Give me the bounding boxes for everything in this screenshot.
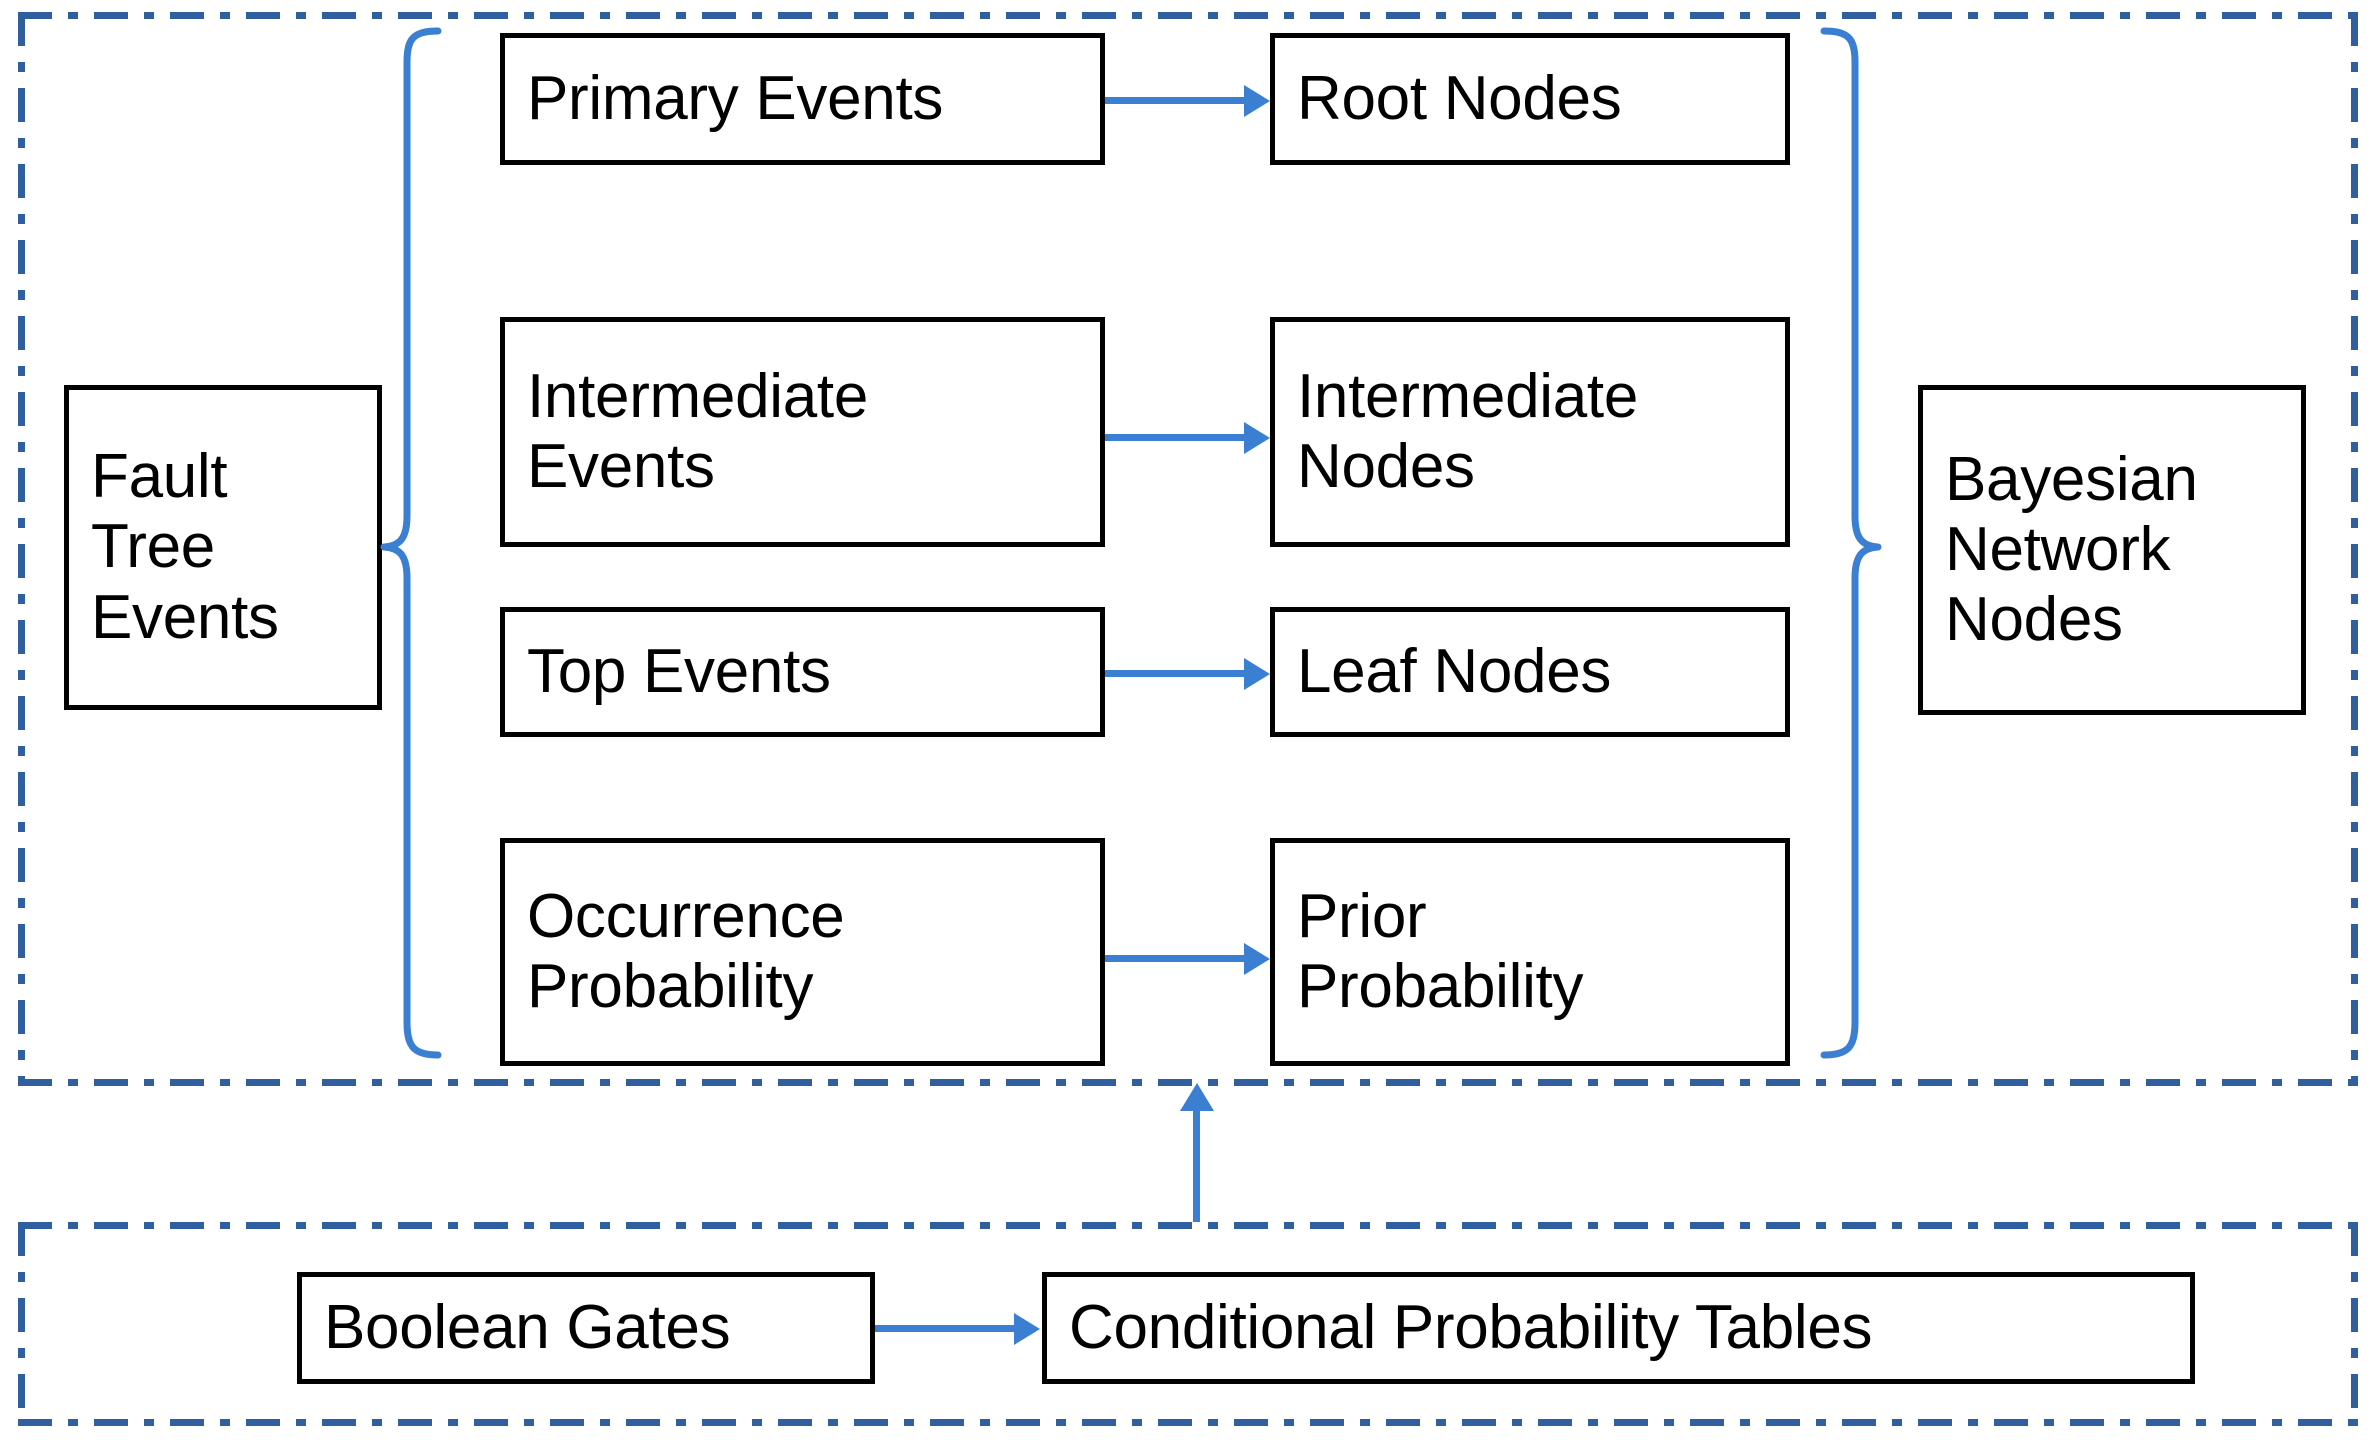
fault-tree-events-box[interactable]: Fault Tree Events	[64, 385, 382, 710]
arrow-intermediate-to-intermediate	[1105, 421, 1270, 454]
arrowhead-icon	[1014, 1312, 1040, 1345]
leaf-nodes-box[interactable]: Leaf Nodes	[1270, 607, 1790, 737]
right-brace-icon	[1820, 27, 1882, 1059]
primary-events-box[interactable]: Primary Events	[500, 33, 1105, 165]
intermediate-nodes-box[interactable]: Intermediate Nodes	[1270, 317, 1790, 547]
gates-panel-border-right	[2351, 1222, 2358, 1426]
arrowhead-icon	[1244, 657, 1270, 690]
target-grouping-brace	[1820, 26, 1882, 1060]
gates-panel-border-top	[18, 1222, 2358, 1229]
root-nodes-box[interactable]: Root Nodes	[1270, 33, 1790, 165]
arrowhead-icon	[1244, 942, 1270, 975]
arrowhead-icon	[1244, 84, 1270, 117]
occurrence-probability-box[interactable]: Occurrence Probability	[500, 838, 1105, 1066]
arrow-primary-to-root	[1105, 84, 1270, 117]
arrow-top-to-leaf	[1105, 657, 1270, 690]
arrow-cpt-to-probability	[1179, 1083, 1214, 1222]
left-brace-icon	[380, 27, 442, 1059]
prior-probability-box[interactable]: Prior Probability	[1270, 838, 1790, 1066]
source-grouping-brace	[380, 26, 442, 1060]
arrowhead-up-icon	[1179, 1083, 1214, 1111]
gates-panel-border-left	[18, 1222, 25, 1426]
boolean-gates-box[interactable]: Boolean Gates	[297, 1272, 875, 1384]
panel-border-right	[2351, 12, 2358, 1086]
arrowhead-icon	[1244, 421, 1270, 454]
panel-border-top	[18, 12, 2358, 19]
arrow-gates-to-cpt	[875, 1312, 1040, 1345]
gates-panel-border-bottom	[18, 1419, 2358, 1426]
panel-border-left	[18, 12, 25, 1086]
conditional-probability-tables-box[interactable]: Conditional Probability Tables	[1042, 1272, 2195, 1384]
bayesian-network-nodes-box[interactable]: Bayesian Network Nodes	[1918, 385, 2306, 715]
intermediate-events-box[interactable]: Intermediate Events	[500, 317, 1105, 547]
arrow-occurrence-to-prior	[1105, 942, 1270, 975]
top-events-box[interactable]: Top Events	[500, 607, 1105, 737]
